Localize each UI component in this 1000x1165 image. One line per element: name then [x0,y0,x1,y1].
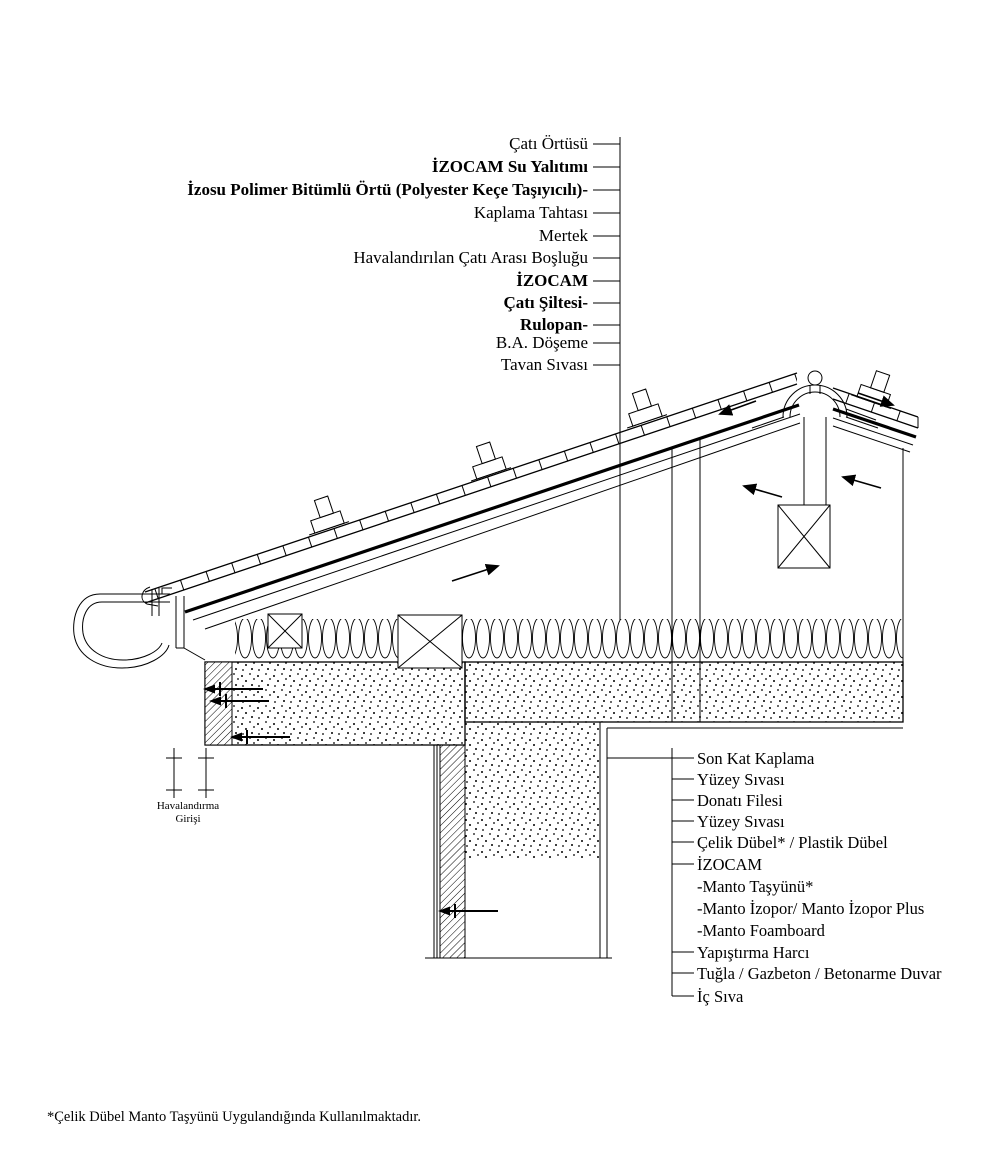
ridge-post-box [777,504,831,569]
callout-izosu-polimer-ortu: İzosu Polimer Bitümlü Örtü (Polyester Ke… [187,180,588,199]
callout-mertek: Mertek [538,226,588,245]
airflow-arrows [451,392,895,582]
roof-slope-left [141,372,801,630]
callout-izocam-manto: İZOCAM [697,855,763,874]
fascia-board [151,588,206,661]
airflow-arrow-icon [451,564,500,582]
callout-cati-siltesi: Çatı Şiltesi- [503,293,588,312]
rain-gutter [73,587,172,669]
callout-yapistirma-harci: Yapıştırma Harcı [697,943,810,962]
rafter-blocking-box [397,614,463,669]
footnote: *Çelik Dübel Manto Taşyünü Uygulandığınd… [47,1109,422,1125]
roof-insulation-batt [235,619,903,662]
roof-leader-lines [593,137,621,620]
callout-manto-foamboard: -Manto Foamboard [697,921,825,940]
callout-donati-filesi: Donatı Filesi [697,791,783,810]
callout-tavan-sivasi: Tavan Sıvası [500,355,588,374]
ridge-finial-icon [807,370,823,386]
masonry-wall [465,722,600,860]
rafter-line [204,422,801,630]
callout-kaplama-tahtasi: Kaplama Tahtası [473,203,588,222]
floor-slab [464,661,904,723]
wall-leader-lines [607,748,694,997]
wood-blocking [267,504,831,669]
callout-yuzey-sivasi-2: Yüzey Sıvası [697,812,785,831]
airflow-arrow-icon [742,483,783,498]
airflow-arrow-icon [857,392,895,407]
callout-ba-doseme: B.A. Döşeme [495,333,588,352]
callout-rulopan: Rulopan- [519,315,588,334]
callout-manto-izopor: -Manto İzopor/ Manto İzopor Plus [697,899,925,918]
exterior-wall [425,722,612,959]
eave-blocking-box [267,613,303,649]
vent-inlet-label-line2: Girişi [175,813,201,825]
vent-dimension-marks [166,748,214,798]
callout-celik-dubel: Çelik Dübel* / Plastik Dübel [697,833,888,852]
callout-yuzey-sivasi-1: Yüzey Sıvası [697,770,785,789]
wall-insulation-eifs [439,744,466,959]
callout-ic-siva: İç Sıva [697,987,744,1006]
callout-tugla-duvar: Tuğla / Gazbeton / Betonarme Duvar [697,964,942,983]
eave-beam [204,661,466,746]
roof-slope-right [832,387,919,453]
wall-projection-lines [671,440,701,722]
eave-tile-curl [141,586,159,607]
vent-inlet-label-line1: Havalandırma [156,800,220,812]
callout-izocam: İZOCAM [516,271,588,290]
airflow-arrow-icon [718,400,757,416]
callout-cati-ortusu: Çatı Örtüsü [509,134,588,153]
callout-izocam-su-yalitimi: İZOCAM Su Yalıtımı [431,157,588,176]
waterproofing-membrane-line [184,403,800,614]
callout-manto-tasyunu: -Manto Taşyünü* [697,877,814,896]
sheathing-board-line [192,413,801,621]
ridge-assembly [751,370,879,505]
callout-son-kat-kaplama: Son Kat Kaplama [697,749,815,768]
airflow-arrow-icon [841,474,882,489]
concrete-slab [204,661,904,746]
callout-havalandirilan-bosluk: Havalandırılan Çatı Arası Boşluğu [353,248,588,267]
